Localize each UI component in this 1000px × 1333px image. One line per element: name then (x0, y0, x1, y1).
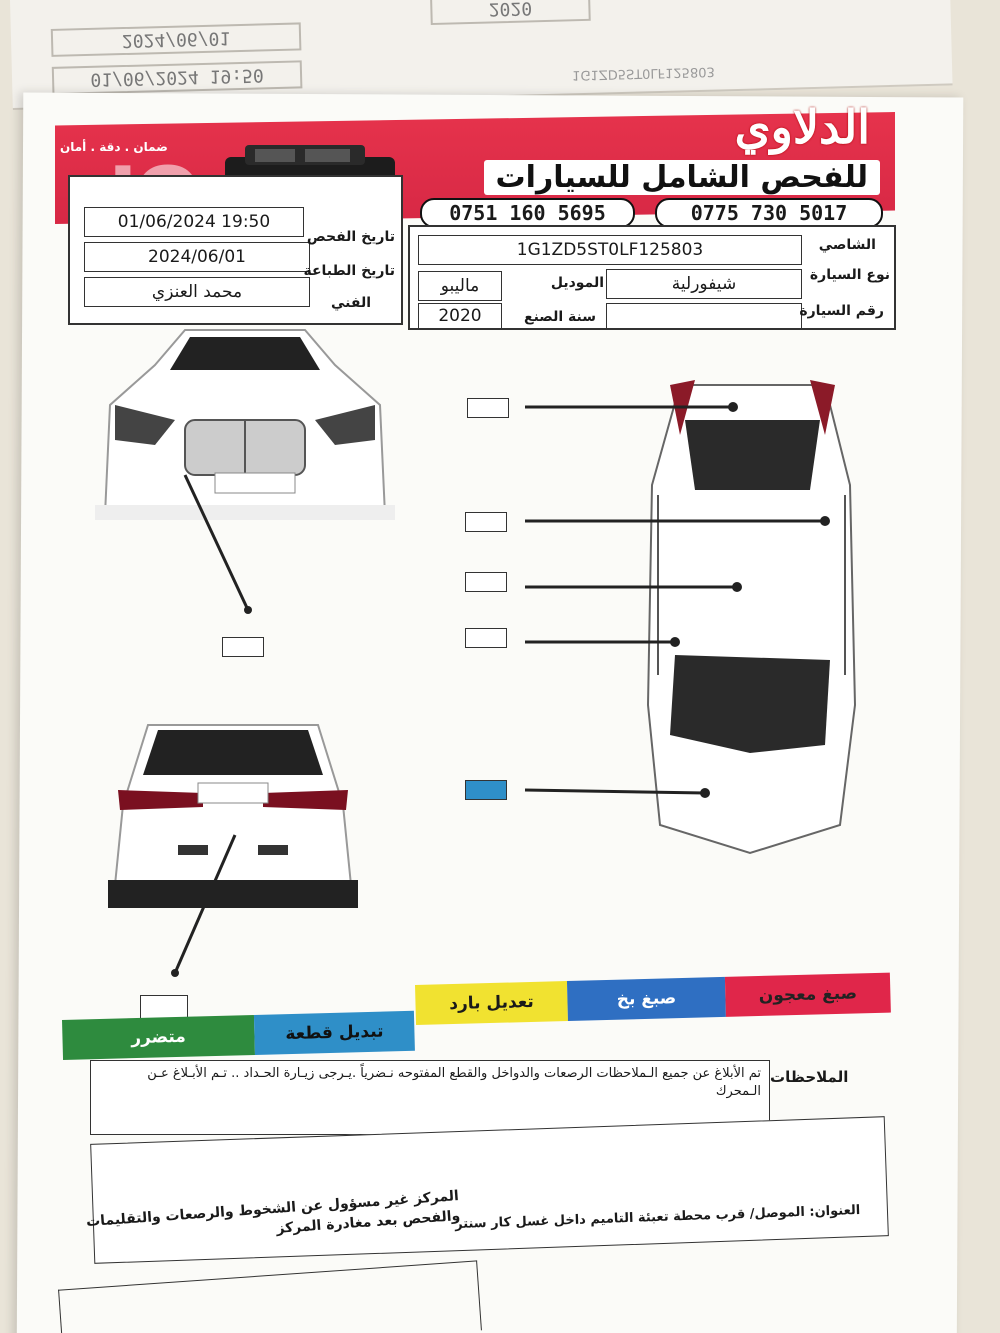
legend-part-replaced: تبديل قطعة (253, 1010, 415, 1055)
plate-label: رقم السيارة (799, 303, 884, 319)
plate-field (606, 303, 802, 329)
car-type-field: شيفورلية (606, 269, 802, 299)
front-pointer-line (183, 474, 252, 614)
inspect-date-field: 01/06/2024 19:50 (84, 207, 304, 237)
prev-print-date-field: 2024/06/01 (50, 22, 302, 57)
chassis-field: 1G1ZD5ST0LF125803 (418, 235, 802, 265)
legend-cold-repair: تعديل بارد (415, 981, 568, 1025)
legend-spray-paint: صبغ بخ (566, 976, 726, 1022)
car-rear-view (108, 724, 358, 908)
rear-pointer-line (171, 834, 237, 977)
inspection-info-panel: 01/06/2024 19:50 2024/06/01 محمد العنزي … (68, 175, 403, 325)
notes-label: الملاحظات (770, 1068, 849, 1086)
side-rear-damage-box (465, 628, 507, 648)
legend-putty-paint: صبغ معجون (724, 972, 891, 1017)
banner-subtitle: للفحص الشامل للسيارات (483, 160, 880, 195)
technician-field: محمد العنزي (84, 277, 310, 307)
print-date-field: 2024/06/01 (84, 242, 310, 272)
banner-tagline: ضمان . دقة . أمان (60, 140, 168, 154)
chassis-label: الشاصي (818, 237, 876, 253)
car-top-view (646, 380, 857, 855)
top-view-pointers (524, 402, 830, 798)
model-field: ماليبو (418, 271, 502, 301)
prev-year-field: 2020 (430, 0, 591, 25)
car-type-label: نوع السيارة (809, 267, 890, 283)
phone-number-1: 0751 160 5695 (420, 198, 635, 228)
prev-chassis-fragment: 1G1ZD5ST0LF125803 (571, 63, 715, 83)
model-label: الموديل (550, 275, 604, 291)
print-date-label: تاريخ الطباعة (303, 263, 395, 279)
year-label: سنة الصنع (524, 309, 596, 325)
car-front-view (95, 329, 395, 520)
technician-label: الفني (330, 295, 371, 311)
front-damage-box (222, 637, 264, 657)
brand-name: الدلاوي (734, 100, 870, 154)
phone-number-2: 0775 730 5017 (655, 198, 883, 228)
prev-inspect-date-field: 01/06/2024 19:50 (51, 60, 303, 95)
notes-text: تم الأبلاغ عن جميع الـملاحظات الرصعات وا… (147, 1066, 761, 1099)
notes-box: تم الأبلاغ عن جميع الـملاحظات الرصعات وا… (90, 1060, 770, 1135)
center-damage-box (465, 572, 507, 592)
side-front-damage-box (465, 512, 507, 532)
trunk-damage-box (465, 780, 507, 800)
legend-damaged: متضرر (62, 1014, 255, 1060)
vehicle-info-panel: 1G1ZD5ST0LF125803 شيفورلية ماليبو 2020 ا… (408, 225, 896, 330)
roof-front-damage-box (467, 398, 509, 418)
inspect-date-label: تاريخ الفحص (306, 229, 395, 245)
year-field: 2020 (418, 303, 502, 329)
